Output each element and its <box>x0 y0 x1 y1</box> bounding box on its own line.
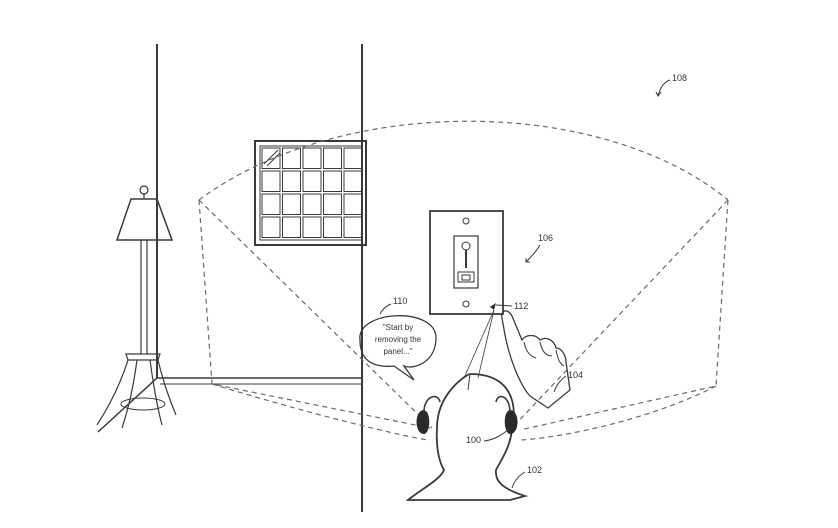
window-pane <box>323 216 342 238</box>
window-panes <box>261 147 363 238</box>
ref-label-100: 100 <box>466 435 481 445</box>
window-pane <box>282 147 301 169</box>
window-pane <box>323 147 342 169</box>
window-pane <box>282 193 301 215</box>
window-pane <box>261 216 281 238</box>
window-pane <box>302 193 322 215</box>
room-walls <box>97 44 363 512</box>
ref-label-104: 104 <box>568 370 583 380</box>
window-pane <box>302 147 322 169</box>
sight-lines <box>463 309 495 379</box>
window-pane <box>323 193 342 215</box>
speech-bubble: "Start by removing the panel..." <box>359 315 437 381</box>
window-pane <box>343 147 363 169</box>
pointing-hand <box>501 310 571 409</box>
window-pane <box>343 193 363 215</box>
window <box>254 140 367 246</box>
speech-line-2: removing the <box>375 335 422 344</box>
ref-label-102: 102 <box>527 465 542 475</box>
ref-label-112: 112 <box>514 301 528 311</box>
window-pane <box>323 170 342 192</box>
ref-label-110: 110 <box>393 296 407 306</box>
ref-label-108: 108 <box>672 73 687 83</box>
window-pane <box>302 216 322 238</box>
window-pane <box>282 216 301 238</box>
window-pane <box>343 216 363 238</box>
window-pane <box>261 170 281 192</box>
field-of-view <box>198 120 729 441</box>
window-pane <box>282 170 301 192</box>
reference-labels: 108 106 110 112 104 100 102 <box>379 73 687 489</box>
user-head <box>405 373 529 501</box>
window-pane <box>261 193 281 215</box>
speech-line-3: panel..." <box>383 347 412 356</box>
light-switch <box>429 210 504 315</box>
window-pane <box>343 170 363 192</box>
floor-lamp <box>96 185 177 429</box>
speech-line-1: "Start by <box>383 323 413 332</box>
window-pane <box>261 147 281 169</box>
window-pane <box>302 170 322 192</box>
ref-label-106: 106 <box>538 233 553 243</box>
